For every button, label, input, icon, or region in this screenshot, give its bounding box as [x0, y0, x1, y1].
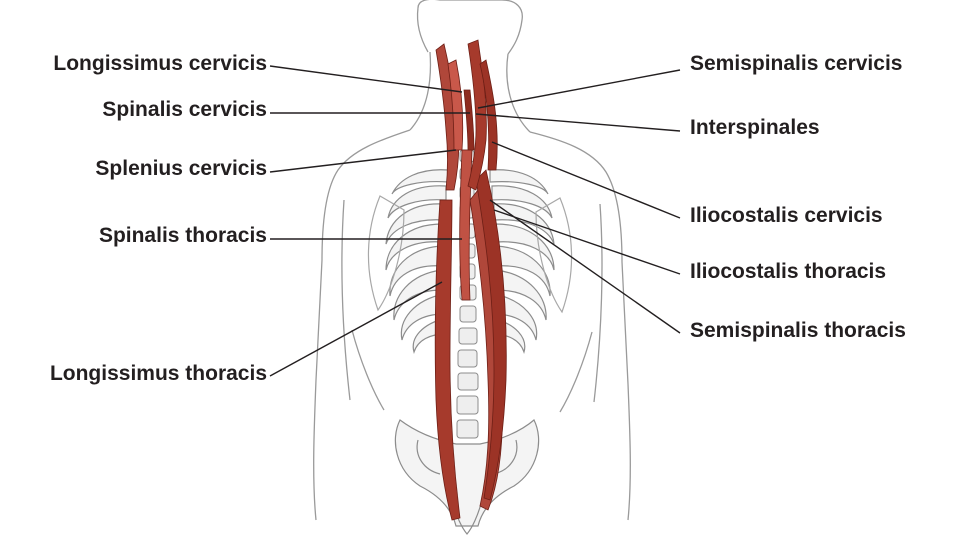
- label-iliocostalis-thoracis: Iliocostalis thoracis: [690, 260, 886, 284]
- label-semispinalis-cervicis: Semispinalis cervicis: [690, 52, 902, 76]
- label-semispinalis-thoracis: Semispinalis thoracis: [690, 319, 906, 343]
- interspinales-muscle: [464, 90, 474, 150]
- label-interspinales: Interspinales: [690, 116, 820, 140]
- leader-longissimus-cervicis: [270, 66, 462, 92]
- leader-longissimus-thoracis: [270, 282, 442, 376]
- leader-interspinales: [476, 114, 680, 131]
- leader-splenius-cervicis: [270, 150, 456, 172]
- label-spinalis-cervicis: Spinalis cervicis: [102, 98, 267, 122]
- label-longissimus-cervicis: Longissimus cervicis: [53, 52, 267, 76]
- label-splenius-cervicis: Splenius cervicis: [95, 157, 267, 181]
- label-iliocostalis-cervicis: Iliocostalis cervicis: [690, 204, 883, 228]
- label-spinalis-thoracis: Spinalis thoracis: [99, 224, 267, 248]
- label-longissimus-thoracis: Longissimus thoracis: [50, 362, 267, 386]
